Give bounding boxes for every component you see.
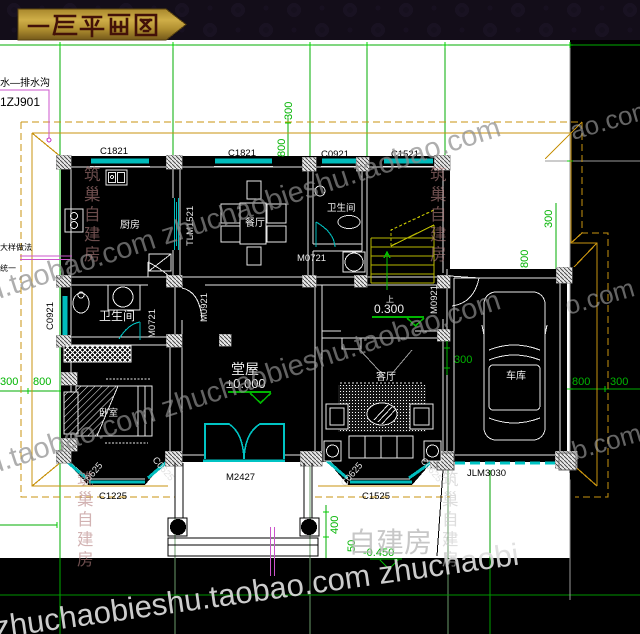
svg-text:餐厅: 餐厅 [245, 216, 265, 229]
svg-text:300: 300 [610, 376, 628, 388]
svg-text:筑巢自建房: 筑巢自建房 [84, 165, 101, 264]
svg-text:M2427: M2427 [226, 472, 255, 483]
svg-text:300: 300 [0, 376, 18, 388]
svg-text:300: 300 [543, 210, 555, 228]
svg-text:300: 300 [283, 102, 295, 120]
svg-text:自建房: 自建房 [348, 527, 432, 558]
svg-text:300: 300 [454, 354, 472, 366]
svg-text:卫生间: 卫生间 [327, 202, 356, 214]
svg-text:C1521: C1521 [391, 149, 419, 160]
svg-text:C1525: C1525 [362, 491, 390, 502]
svg-text:筑巢自建房: 筑巢自建房 [430, 165, 447, 264]
svg-text:C1821: C1821 [100, 146, 128, 157]
svg-text:JLM3030: JLM3030 [467, 468, 506, 479]
svg-text:M0921: M0921 [199, 293, 210, 322]
svg-text:50: 50 [346, 540, 358, 552]
svg-text:堂屋: 堂屋 [231, 361, 259, 377]
svg-text:厨房: 厨房 [120, 218, 140, 231]
svg-text:TLM1521: TLM1521 [185, 206, 196, 246]
svg-text:800: 800 [519, 250, 531, 268]
svg-text:统一: 统一 [0, 263, 16, 273]
svg-text:大样做法: 大样做法 [0, 242, 32, 252]
svg-text:C0921: C0921 [321, 149, 349, 160]
svg-text:800: 800 [572, 376, 590, 388]
svg-text:1ZJ901: 1ZJ901 [0, 95, 40, 109]
svg-text:水—排水沟: 水—排水沟 [0, 76, 50, 89]
svg-text:上: 上 [386, 295, 394, 304]
svg-text:800: 800 [276, 139, 288, 157]
svg-text:C1821: C1821 [228, 148, 256, 159]
svg-text:车库: 车库 [506, 369, 526, 382]
svg-text:C1225: C1225 [99, 491, 127, 502]
svg-text:M0921: M0921 [429, 285, 440, 314]
svg-text:400: 400 [329, 516, 341, 534]
svg-text:卧室: 卧室 [99, 407, 118, 419]
svg-text:卫生间: 卫生间 [99, 309, 135, 323]
svg-text:筑巢自建房: 筑巢自建房 [77, 470, 94, 569]
svg-text:800: 800 [33, 376, 51, 388]
svg-text:±0.000: ±0.000 [226, 376, 266, 391]
svg-text:C0921: C0921 [45, 302, 56, 330]
svg-text:-0.450: -0.450 [363, 547, 394, 559]
svg-text:M0721: M0721 [297, 253, 326, 264]
svg-text:M0721: M0721 [147, 309, 158, 338]
svg-text:0.300: 0.300 [374, 302, 404, 316]
svg-text:客厅: 客厅 [376, 370, 396, 383]
svg-text:筑巢自建房: 筑巢自建房 [442, 470, 459, 569]
